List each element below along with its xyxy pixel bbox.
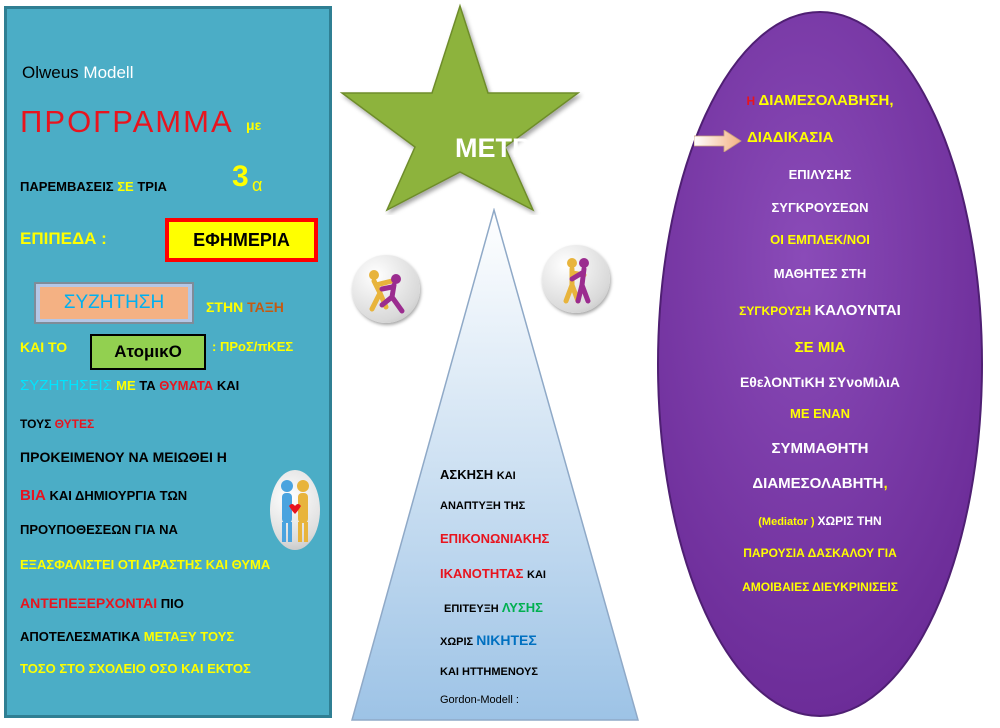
- kai-text-tri-1: ΚΑΙ: [496, 470, 516, 482]
- parousia-text: ΠΑΡΟΥΣΙΑ ΔΑΣΚΑΛΟΥ ΓΙΑ: [743, 546, 897, 560]
- antepexerxontai-text: ΑΝΤΕΠΕΞΕΡΧΟΝΤΑΙ: [20, 595, 158, 611]
- three-number: 3: [232, 160, 249, 193]
- apotelesmatika-line: ΑΠΟΤΕΛΕΣΜΑΤΙΚΑ ΜΕΤΑΞΥ ΤΟΥΣ: [20, 630, 234, 643]
- paremvaseis-text: ΠΑΡΕΜΒΑΣΕΙΣ: [20, 179, 118, 194]
- se-text: ΣΕ: [117, 179, 134, 194]
- gordon-modell-text: Gordon-Modell :: [440, 694, 519, 706]
- diamesolaviti-text: ΔΙΑΜΕΣΟΛΑΒΗΤΗ: [752, 475, 884, 492]
- anaptyxi-text: ΑΝΑΠΤΥΞΗ ΤΗΣ: [440, 500, 526, 512]
- tri-line-6: ΧΩΡΙΣ ΝΙΚΗΤΕΣ: [440, 632, 537, 648]
- me-enan-text: ΜΕ ΕΝΑΝ: [790, 406, 850, 421]
- oi-emplek-text: ΟΙ ΕΜΠΛΕΚ/ΝΟΙ: [770, 232, 870, 247]
- epilysis-text: ΕΠΙΛΥΣΗΣ: [788, 167, 852, 182]
- stin-taxi-line: ΣΤΗΝ ΤΑΞΗ: [206, 300, 284, 314]
- triangle-shape: [351, 208, 639, 721]
- via-line: ΒΙΑ ΚΑΙ ΔΗΜΙΟΥΡΓΙΑ ΤΩΝ: [20, 488, 187, 503]
- symmathiti-text: ΣΥΜΜΑΘΗΤΗ: [771, 440, 869, 457]
- comma-1: ,: [889, 92, 894, 109]
- syzitiseis-text: ΣΥΖΗΤΗΣΕΙΣ: [20, 377, 117, 394]
- syzitisi-box: ΣΥΖΗΤΗΣΗ: [40, 287, 188, 319]
- oval-line-13: (Mediator ) ΧΩΡΙΣ ΤΗΝ: [654, 514, 986, 528]
- kai-text: ΚΑΙ: [216, 378, 240, 393]
- epiteyxi-text: ΕΠΙΤΕΥΞΗ: [444, 603, 502, 615]
- xoris-tin-text: ΧΩΡΙΣ ΤΗΝ: [817, 514, 882, 528]
- via-text: ΒΙΑ: [20, 487, 46, 504]
- mediator-text: (Mediator ): [758, 516, 818, 528]
- efimeria-box: ΕΦΗΜΕΡΙΑ: [169, 222, 314, 258]
- model-text: Modell: [78, 63, 134, 82]
- epikoinoniakis-text: ΕΠΙΚΟΝΩΝΙΑΚΗΣ: [440, 531, 550, 546]
- amoivaies-text: ΑΜΟΙΒΑΙΕΣ ΔΙΕΥΚΡΙΝΙΣΕΙΣ: [742, 580, 898, 594]
- diadikasia-text: ΔΙΑΔΙΚΑΣΙΑ: [747, 129, 834, 146]
- pros-pkes-text: : ΠΡοΣ/πΚΕΣ: [212, 339, 294, 354]
- i-text: Η: [746, 94, 759, 108]
- me-text: με: [246, 117, 262, 133]
- diamesolavisi-text: ΔΙΑΜΕΣΟΛΑΒΗΣΗ: [758, 92, 890, 109]
- prokeimenou-text: ΠΡΟΚΕΙΜΕΝΟΥ ΝΑ ΜΕΙΩΘΕΙ Η: [20, 449, 227, 465]
- thymata-text: ΘΥΜΑΤΑ: [159, 378, 217, 393]
- dimiourgia-text: ΚΑΙ ΔΗΜΙΟΥΡΓΙΑ ΤΩΝ: [45, 488, 188, 503]
- toys-thytes-line: ΤΟΥΣ ΘΥΤΕΣ: [20, 418, 94, 430]
- couple-figure-icon: [270, 470, 320, 550]
- xoris-text: ΧΩΡΙΣ: [440, 636, 477, 648]
- ittimenous-text: ΚΑΙ ΗΤΤΗΜΕΝΟΥΣ: [440, 666, 538, 678]
- kai-to-text: ΚΑΙ ΤΟ: [20, 339, 68, 355]
- metaxy-text: ΜΕΤΑΞΥ ΤΟΥΣ: [143, 629, 235, 644]
- oval-line-1: Η ΔΙΑΜΕΣΟΛΑΒΗΣΗ,: [654, 92, 986, 109]
- kai-text-tri-2: ΚΑΙ: [527, 569, 546, 581]
- metra-label: ΜΕΤΡΑ: [455, 133, 548, 163]
- syzitiseis-line: ΣΥΖΗΤΗΣΕΙΣ ΜΕ ΤΑ ΘΥΜΑΤΑ ΚΑΙ: [20, 378, 239, 393]
- se-mia-text: ΣΕ ΜΙΑ: [794, 339, 846, 356]
- programma-title: ΠΡΟΓΡΑΜΜΑ: [20, 104, 234, 139]
- atomiko-box: ΑτομικΟ: [90, 334, 206, 370]
- olweus-text: Olweus: [22, 63, 79, 82]
- fight-figures-left-icon: [352, 255, 420, 323]
- tri-line-4: ΙΚΑΝΟΤΗΤΑΣ ΚΑΙ: [440, 566, 546, 581]
- me-text-2: ΜΕ: [116, 378, 140, 393]
- oval-line-12: ΔΙΑΜΕΣΟΛΑΒΗΤΗ,: [654, 475, 986, 492]
- oval-line-7: ΣΥΓΚΡΟΥΣΗ ΚΑΛΟΥΝΤΑΙ: [654, 302, 986, 319]
- lysis-text: ΛΥΣΗΣ: [501, 600, 543, 615]
- toys-text: ΤΟΥΣ: [20, 417, 55, 431]
- toso-text: ΤΟΣΟ ΣΤΟ ΣΧΟΛΕΙΟ ΟΣΟ ΚΑΙ ΕΚΤΟΣ: [20, 661, 251, 676]
- tria-text: ΤΡΙΑ: [133, 179, 167, 194]
- stin-text: ΣΤΗΝ: [206, 299, 248, 315]
- programma-line: ΠΡΟΓΡΑΜΜΑ: [20, 106, 234, 137]
- antepexerxontai-line: ΑΝΤΕΠΕΞΕΡΧΟΝΤΑΙ ΠΙΟ: [20, 596, 184, 610]
- efimeria-box-border: ΕΦΗΜΕΡΙΑ: [165, 218, 318, 262]
- thytes-text: ΘΥΤΕΣ: [54, 417, 95, 431]
- ethelontiki-text: ΕθελΟΝΤιΚΗ ΣΥνοΜιλιΑ: [739, 374, 901, 390]
- alpha-text: α: [252, 175, 263, 195]
- ikanotitas-text: ΙΚΑΝΟΤΗΤΑΣ: [440, 566, 527, 581]
- kalountai-text: ΚΑΛΟΥΝΤΑΙ: [814, 302, 901, 319]
- comma-2: ,: [883, 475, 888, 492]
- tri-line-5: ΕΠΙΤΕΥΞΗ ΛΥΣΗΣ: [444, 600, 543, 615]
- apotelesmatika-text: ΑΠΟΤΕΛΕΣΜΑΤΙΚΑ: [20, 629, 144, 644]
- askisi-text: ΑΣΚΗΣΗ: [440, 467, 497, 482]
- sygkrousi-text: ΣΥΓΚΡΟΥΣΗ: [739, 304, 815, 318]
- proypotheseon-text: ΠΡΟΥΠΟΘΕΣΕΩΝ ΓΙΑ ΝΑ: [20, 522, 178, 537]
- syzitisi-box-border: ΣΥΖΗΤΗΣΗ: [34, 282, 194, 324]
- pio-text: ΠΙΟ: [157, 596, 184, 611]
- epipeda-text: ΕΠΙΠΕΔΑ :: [20, 229, 107, 248]
- fight-figures-right-icon: [542, 245, 610, 313]
- paremvaseis-line: ΠΑΡΕΜΒΑΣΕΙΣ ΣΕ ΤΡΙΑ: [20, 180, 167, 193]
- oval-shape: [657, 11, 983, 717]
- sygkrouseon-text: ΣΥΓΚΡΟΥΣΕΩΝ: [771, 200, 869, 215]
- ta-text: ΤΑ: [139, 378, 160, 393]
- exasfalistei-text: ΕΞΑΣΦΑΛΙΣΤΕΙ ΟΤΙ ΔΡΑΣΤΗΣ ΚΑΙ ΘΥΜΑ: [20, 557, 271, 572]
- taxi-text: ΤΑΞΗ: [247, 299, 284, 315]
- tri-line-1: ΑΣΚΗΣΗ ΚΑΙ: [440, 467, 516, 482]
- olweus-model-line: Olweus Modell: [22, 64, 134, 81]
- nikites-text: ΝΙΚΗΤΕΣ: [476, 632, 537, 648]
- arrow-right-icon: [693, 129, 742, 157]
- mathites-text: ΜΑΘΗΤΕΣ ΣΤΗ: [773, 266, 867, 281]
- star-shape: [339, 3, 581, 212]
